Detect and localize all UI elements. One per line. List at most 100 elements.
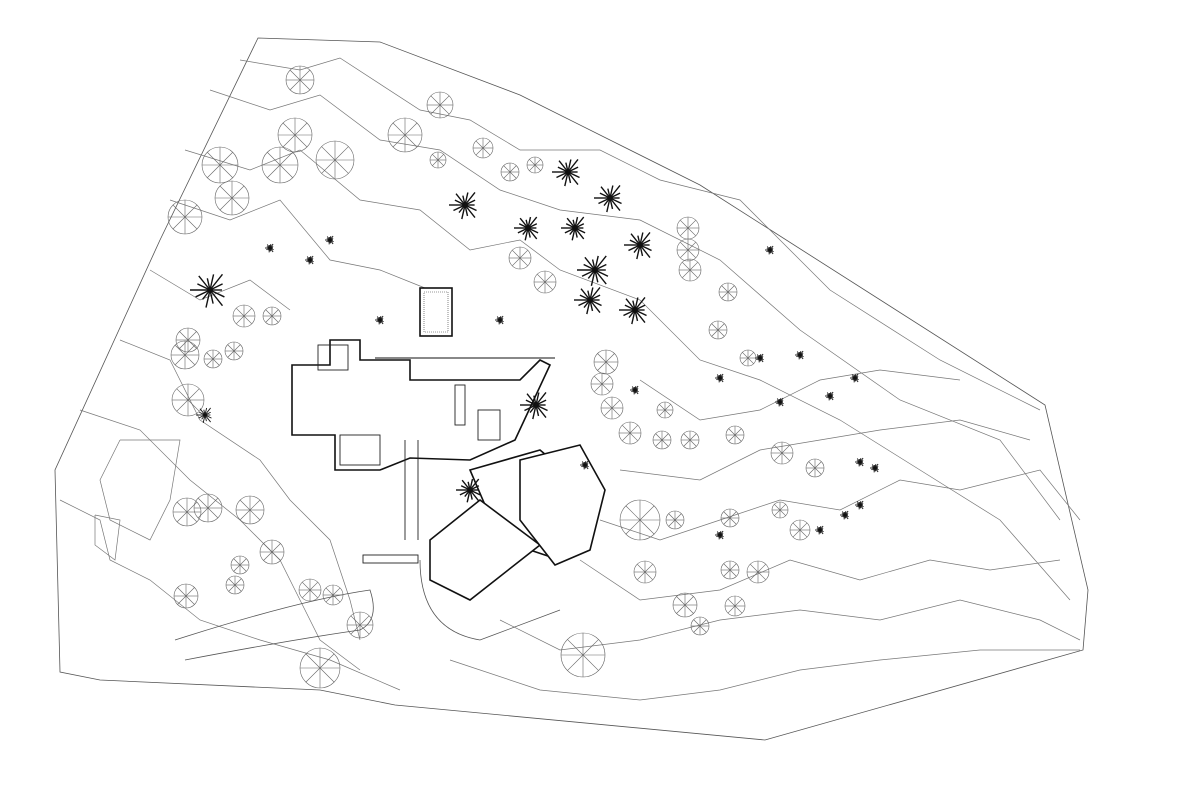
shrub-symbol [454, 199, 466, 206]
shrub-symbol [453, 204, 466, 212]
contour-lines [59, 57, 1081, 701]
shrub-symbol [799, 353, 804, 356]
shrub-symbol [535, 392, 547, 406]
shrub-symbol [574, 216, 585, 229]
shrub-symbol [639, 244, 651, 258]
shrub-symbol [209, 289, 224, 307]
shrub-symbol [535, 404, 540, 417]
shrub-symbol [586, 299, 591, 315]
shrub-symbol [624, 304, 636, 311]
shrub-symbol [535, 399, 547, 406]
shrub-symbol [854, 376, 859, 379]
shrub-symbol [594, 255, 607, 271]
shrub-symbol [600, 186, 611, 199]
shrub-symbol [581, 269, 596, 277]
shrub-symbol [719, 533, 724, 536]
shrub-symbol [204, 407, 211, 416]
shrub-symbol [525, 399, 537, 406]
shrub-symbol [204, 414, 212, 419]
shrub-symbol [527, 227, 539, 234]
shrub-symbol [206, 278, 211, 291]
shrub-symbol [524, 227, 529, 241]
shrub-symbol [329, 238, 334, 241]
shrub-symbol [469, 478, 480, 491]
shrub-symbol [769, 248, 774, 251]
shrub-symbol [464, 204, 469, 217]
shrub-symbol [630, 233, 641, 246]
shrub-symbol [639, 244, 652, 252]
shrub-symbol [566, 217, 576, 229]
shrub-symbol [532, 404, 537, 420]
driveway [174, 559, 561, 661]
shrub-symbol [198, 275, 211, 291]
shrub-symbol [455, 193, 466, 206]
shrub-symbol [204, 411, 211, 416]
shrub-symbol [719, 376, 724, 379]
shrub-symbol [202, 414, 206, 423]
shrub-symbol [598, 197, 611, 205]
shrub-symbol [589, 299, 602, 307]
shrub-symbol [535, 404, 547, 418]
shrub-symbol [499, 318, 504, 321]
shrub-symbol [527, 216, 532, 229]
shrub-symbol [859, 503, 864, 506]
shrub-symbol [459, 489, 471, 496]
shrub-symbol [623, 309, 636, 317]
shrub-symbol [634, 388, 639, 391]
shrub-symbol [594, 269, 607, 285]
site-boundary [54, 37, 1089, 741]
shrub-symbol [526, 393, 537, 406]
shrub-symbol [819, 528, 824, 531]
shrub-symbol [634, 297, 639, 311]
shrub-symbol [634, 304, 646, 311]
shrub-symbol [557, 166, 569, 173]
shrub-symbol [625, 298, 636, 311]
shrub-symbol [609, 197, 621, 211]
shrub-symbol [517, 227, 529, 234]
shrub-symbol [594, 263, 607, 271]
shrub-symbol [567, 171, 579, 185]
shrub-symbol [639, 244, 644, 257]
shrub-symbol [636, 244, 641, 260]
shrub-symbol [209, 289, 225, 298]
shrub-symbol [584, 256, 596, 271]
shrub-symbol [609, 185, 614, 199]
shrub-symbol [589, 299, 594, 312]
shrub-symbol [379, 318, 384, 321]
shrub-symbol [574, 223, 585, 229]
shrub-symbol [584, 463, 589, 466]
shrub-symbol [587, 269, 596, 279]
shrub-symbol [527, 216, 538, 229]
shrub-symbol [461, 479, 471, 491]
shrub-symbol [609, 192, 621, 199]
shrub-symbol [464, 192, 476, 206]
shrub-symbol [464, 204, 477, 212]
shrub-symbol [874, 466, 879, 469]
shrub-symbol [609, 197, 622, 205]
shrub-symbol [519, 217, 529, 229]
shrub-symbol [466, 489, 471, 503]
shrub-symbol [609, 185, 621, 199]
shrub-symbol [527, 227, 531, 238]
shrub-symbol [579, 294, 591, 301]
shrub-symbol [589, 287, 594, 301]
shrub-symbol [469, 489, 473, 500]
shrub-symbol [583, 263, 596, 271]
residence-building [291, 287, 606, 601]
shrub-symbol [759, 356, 764, 359]
shrub-symbol [594, 269, 599, 283]
shrub-symbol [201, 289, 211, 300]
shrub-symbol [309, 258, 314, 261]
shrub-symbol [844, 513, 849, 516]
shrub-symbol [527, 227, 538, 240]
shrub-symbol [590, 269, 596, 286]
shrub-symbol [209, 283, 223, 291]
shrub-symbol [567, 166, 579, 173]
shrub-symbol [205, 289, 211, 308]
shrub-symbol [591, 259, 596, 271]
shrub-symbol [464, 199, 476, 206]
shrub-symbol [469, 478, 474, 491]
shrub-symbol [469, 485, 480, 491]
shrub-symbol [574, 227, 585, 240]
shrub-symbol [829, 394, 834, 397]
